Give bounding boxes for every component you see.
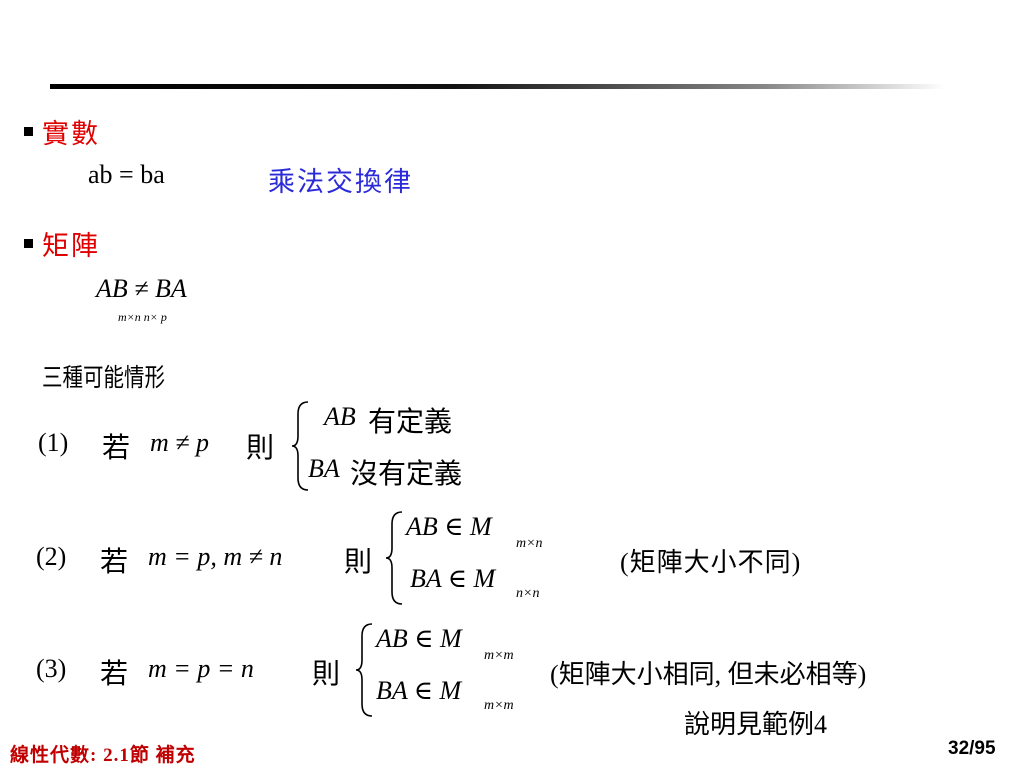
title-underline [50, 84, 945, 89]
case2-condition: m = p, m ≠ n [148, 542, 283, 571]
matrix-dimensions: m×n n× p [118, 310, 167, 324]
case1-line1-math: AB [324, 402, 356, 431]
bullet-real [24, 127, 33, 136]
case3-line1: AB ∈ M [376, 624, 462, 653]
case2-then: 則 [344, 547, 373, 578]
case3-note: (矩陣大小相同, 但未必相等) [550, 660, 867, 689]
case3-line2-subscript: m×m [484, 698, 514, 713]
case2-line1: AB ∈ M [406, 512, 492, 541]
case2-if: 若 [100, 547, 129, 578]
case2-number: (2) [36, 542, 67, 571]
case3-line1-subscript: m×m [484, 648, 514, 663]
case3-number: (3) [36, 654, 67, 683]
case2-brace [385, 511, 403, 605]
bullet-matrix [24, 239, 33, 248]
case3-brace [355, 623, 373, 717]
case1-line1-text: 有定義 [368, 407, 453, 438]
heading-matrix: 矩陣 [42, 231, 100, 261]
commutative-law-label: 乘法交換律 [268, 167, 413, 197]
case2-note: (矩陣大小不同) [620, 548, 802, 577]
case2-line2-subscript: n×n [516, 586, 540, 601]
case3-then: 則 [312, 659, 341, 690]
matrix-noncommutative-equation: AB ≠ BA [96, 274, 187, 303]
case1-condition: m ≠ p [150, 428, 210, 457]
case2-line1-subscript: m×n [516, 536, 543, 551]
case1-number: (1) [38, 428, 69, 457]
case3-line2: BA ∈ M [376, 676, 462, 705]
footer-page-number: 32/95 [948, 738, 996, 759]
case3-condition: m = p = n [148, 654, 254, 683]
footer-course: 線性代數: 2.1節 補充 [10, 745, 196, 766]
case1-if: 若 [102, 433, 131, 464]
case2-line2: BA ∈ M [410, 564, 496, 593]
three-cases-label: 三種可能情形 [42, 365, 166, 392]
real-commutative-equation: ab = ba [88, 160, 165, 189]
case1-then: 則 [246, 433, 275, 464]
case1-line2-math: BA [308, 454, 340, 483]
case3-see-example: 說明見範例4 [684, 710, 828, 739]
case3-if: 若 [100, 659, 129, 690]
heading-real: 實數 [42, 119, 100, 149]
case1-line2-text: 沒有定義 [350, 459, 463, 490]
case1-brace [291, 401, 309, 491]
